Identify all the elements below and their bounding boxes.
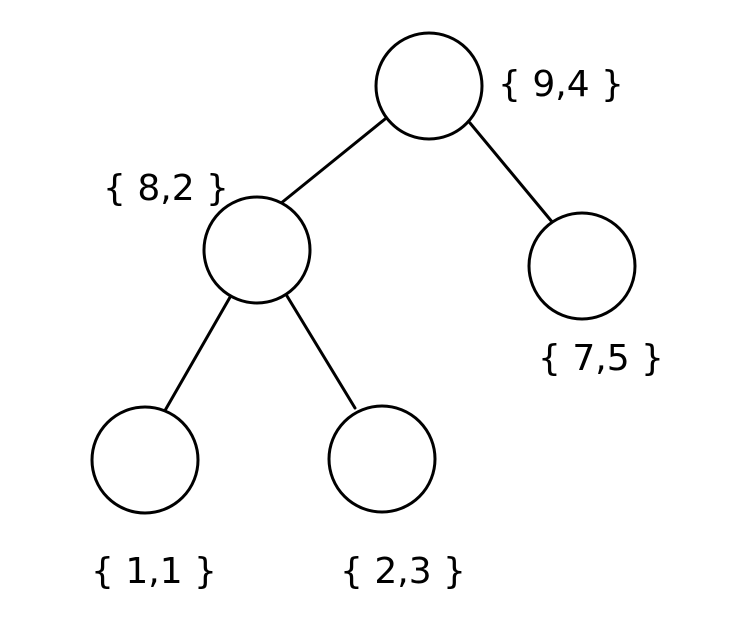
tree-node-left-right [327,404,437,514]
edge-root-left [278,113,392,206]
node-label-left-right: { 2,3 } [340,551,466,592]
node-label-root: { 9,4 } [498,64,624,105]
node-label-right: { 7,5 } [538,338,664,379]
tree-node-root [374,31,484,141]
edge-root-right [468,121,555,225]
tree-node-left-left [90,405,200,515]
edge-left-leftright [285,294,357,410]
tree-node-left [202,195,312,305]
edge-left-leftleft [161,290,235,416]
tree-node-right [527,211,637,321]
node-label-left: { 8,2 } [103,168,229,209]
node-label-left-left: { 1,1 } [91,551,217,592]
